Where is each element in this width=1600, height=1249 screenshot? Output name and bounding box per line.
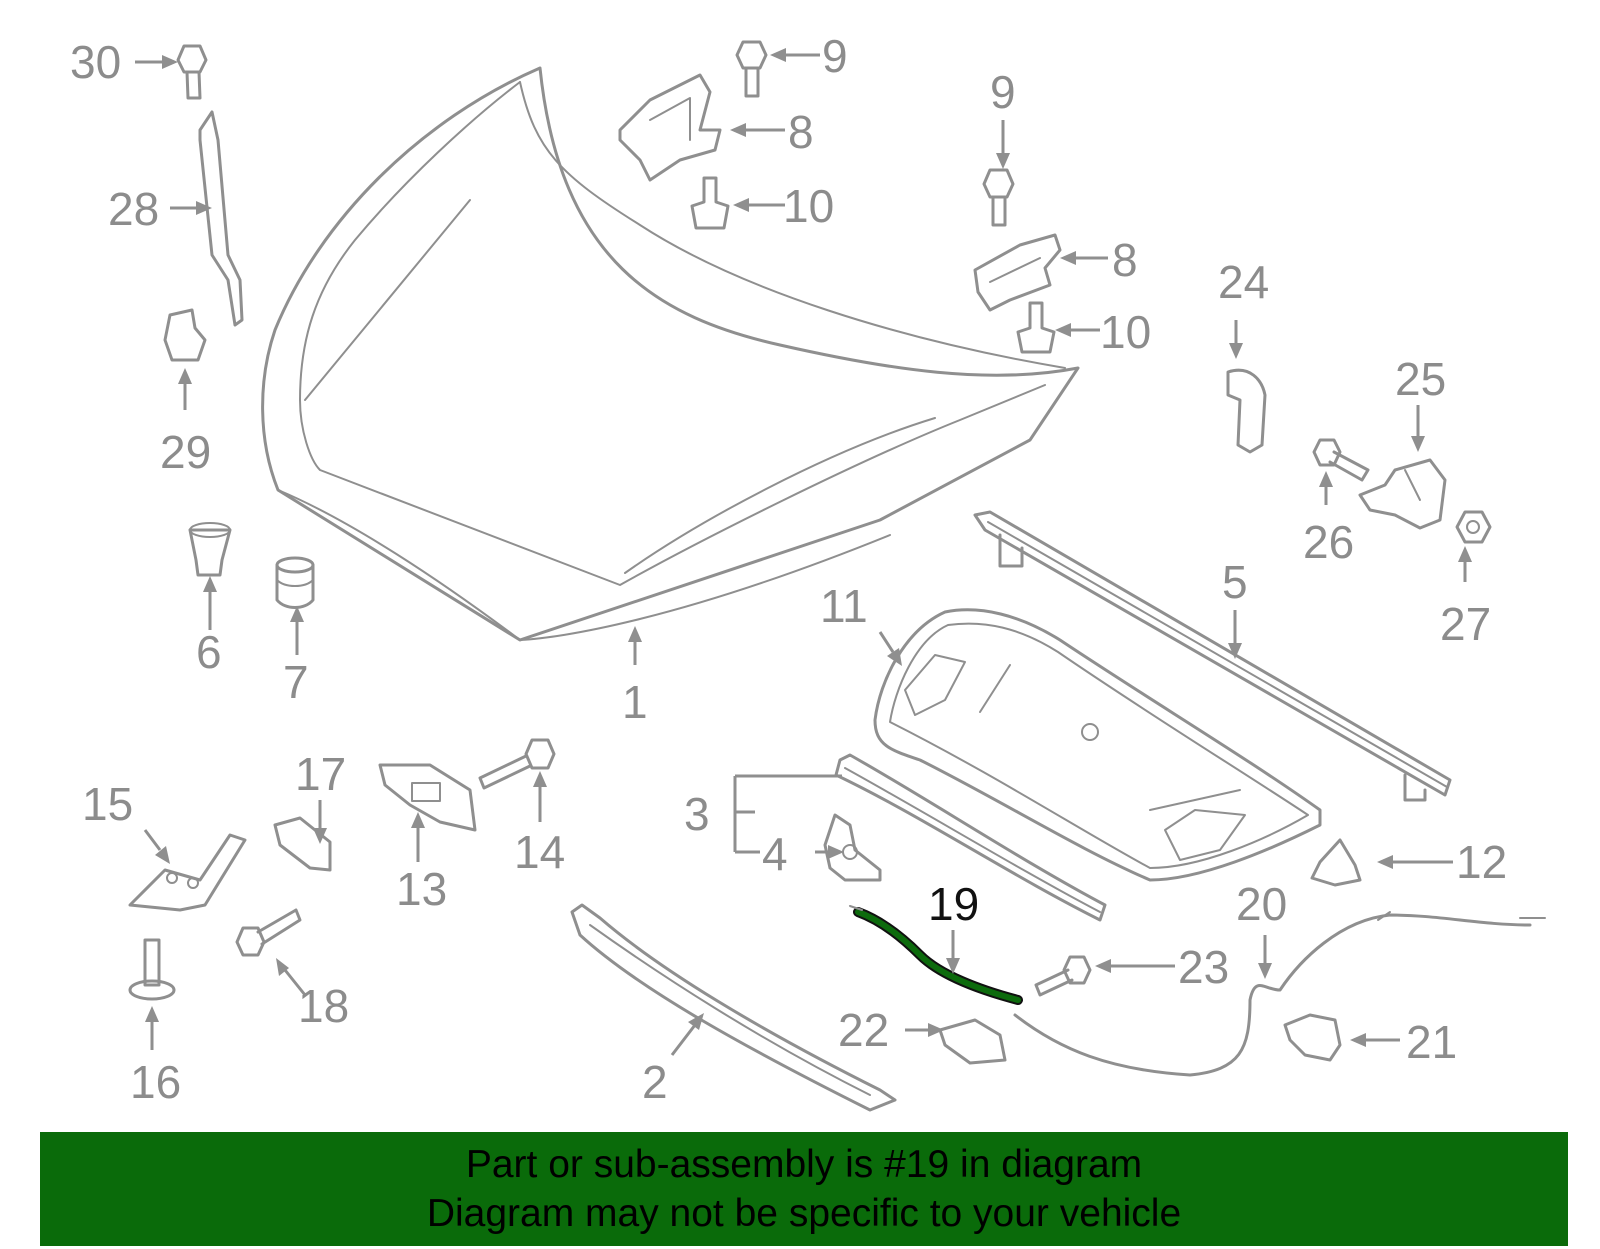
clip-21 bbox=[1283, 1013, 1342, 1062]
bolt-18 bbox=[235, 908, 302, 957]
bolt-23 bbox=[1034, 955, 1092, 997]
hood-insulator-11 bbox=[873, 608, 1322, 882]
callout-labels: 30 28 29 6 7 1 9 8 10 9 8 10 24 25 26 27… bbox=[70, 30, 1507, 1108]
callout-20: 20 bbox=[1236, 878, 1287, 930]
callout-18: 18 bbox=[298, 980, 349, 1032]
bolt-14 bbox=[478, 738, 556, 790]
callout-16: 16 bbox=[130, 1056, 181, 1108]
release-cable-20 bbox=[1013, 911, 1546, 1077]
bolt-26 bbox=[1312, 438, 1370, 482]
callout-15: 15 bbox=[82, 778, 133, 830]
callout-23: 23 bbox=[1178, 941, 1229, 993]
bolt-9a bbox=[735, 40, 768, 98]
prop-rod-28 bbox=[198, 110, 244, 327]
banner-line-1: Part or sub-assembly is #19 in diagram bbox=[465, 1143, 1143, 1186]
callout-2: 2 bbox=[642, 1056, 668, 1108]
bolt-16 bbox=[128, 938, 176, 1001]
seal-strip-3 bbox=[834, 753, 1107, 922]
callout-30: 30 bbox=[70, 36, 121, 88]
callout-1: 1 bbox=[622, 676, 648, 728]
hood-panel bbox=[261, 66, 1080, 642]
callout-5: 5 bbox=[1222, 556, 1248, 608]
bolt-10b bbox=[1016, 301, 1056, 354]
callout-24: 24 bbox=[1218, 256, 1269, 308]
bolt-10a bbox=[690, 176, 730, 230]
callout-28: 28 bbox=[108, 183, 159, 235]
callout-26: 26 bbox=[1303, 516, 1354, 568]
nut-27 bbox=[1455, 510, 1492, 544]
callout-29: 29 bbox=[160, 426, 211, 478]
callout-22: 22 bbox=[838, 1004, 889, 1056]
callout-13: 13 bbox=[396, 863, 447, 915]
callout-11: 11 bbox=[820, 580, 868, 632]
banner-line-2: Diagram may not be specific to your vehi… bbox=[426, 1192, 1182, 1235]
callout-8a: 8 bbox=[788, 106, 814, 158]
bumper-6 bbox=[188, 522, 232, 577]
grommet-12 bbox=[1310, 838, 1362, 887]
callout-9a: 9 bbox=[822, 30, 848, 82]
callout-10a: 10 bbox=[783, 180, 834, 232]
callout-25: 25 bbox=[1395, 353, 1446, 405]
hood-latch-25 bbox=[1358, 458, 1447, 530]
callout-9b: 9 bbox=[990, 66, 1016, 118]
hinge-8b bbox=[973, 233, 1062, 312]
release-cable-19-highlight bbox=[849, 905, 1023, 1005]
info-banner: Part or sub-assembly is #19 in diagram D… bbox=[40, 1132, 1568, 1246]
leader-arrows bbox=[135, 48, 1472, 1056]
bumper-7 bbox=[275, 556, 315, 609]
bolt-30 bbox=[176, 44, 208, 100]
callout-10b: 10 bbox=[1100, 306, 1151, 358]
callout-14: 14 bbox=[514, 826, 565, 878]
callout-27: 27 bbox=[1440, 598, 1491, 650]
bolt-9b bbox=[982, 168, 1015, 227]
seal-strip-2 bbox=[570, 903, 897, 1112]
bracket-17 bbox=[273, 816, 332, 872]
callout-19: 19 bbox=[928, 878, 979, 930]
latch-plate-13 bbox=[378, 763, 477, 832]
callout-7: 7 bbox=[283, 656, 309, 708]
callout-21: 21 bbox=[1406, 1016, 1457, 1068]
hinge-8a bbox=[618, 73, 722, 182]
clip-29 bbox=[163, 308, 207, 362]
callout-8b: 8 bbox=[1112, 234, 1138, 286]
callout-4: 4 bbox=[762, 828, 788, 880]
callout-17: 17 bbox=[295, 748, 346, 800]
latch-handle-24 bbox=[1226, 368, 1267, 454]
handle-22 bbox=[938, 1018, 1007, 1065]
callout-3: 3 bbox=[684, 788, 710, 840]
bracket-15 bbox=[128, 833, 247, 912]
callout-12: 12 bbox=[1456, 836, 1507, 888]
weatherstrip-5 bbox=[973, 510, 1452, 802]
callout-6: 6 bbox=[196, 626, 222, 678]
